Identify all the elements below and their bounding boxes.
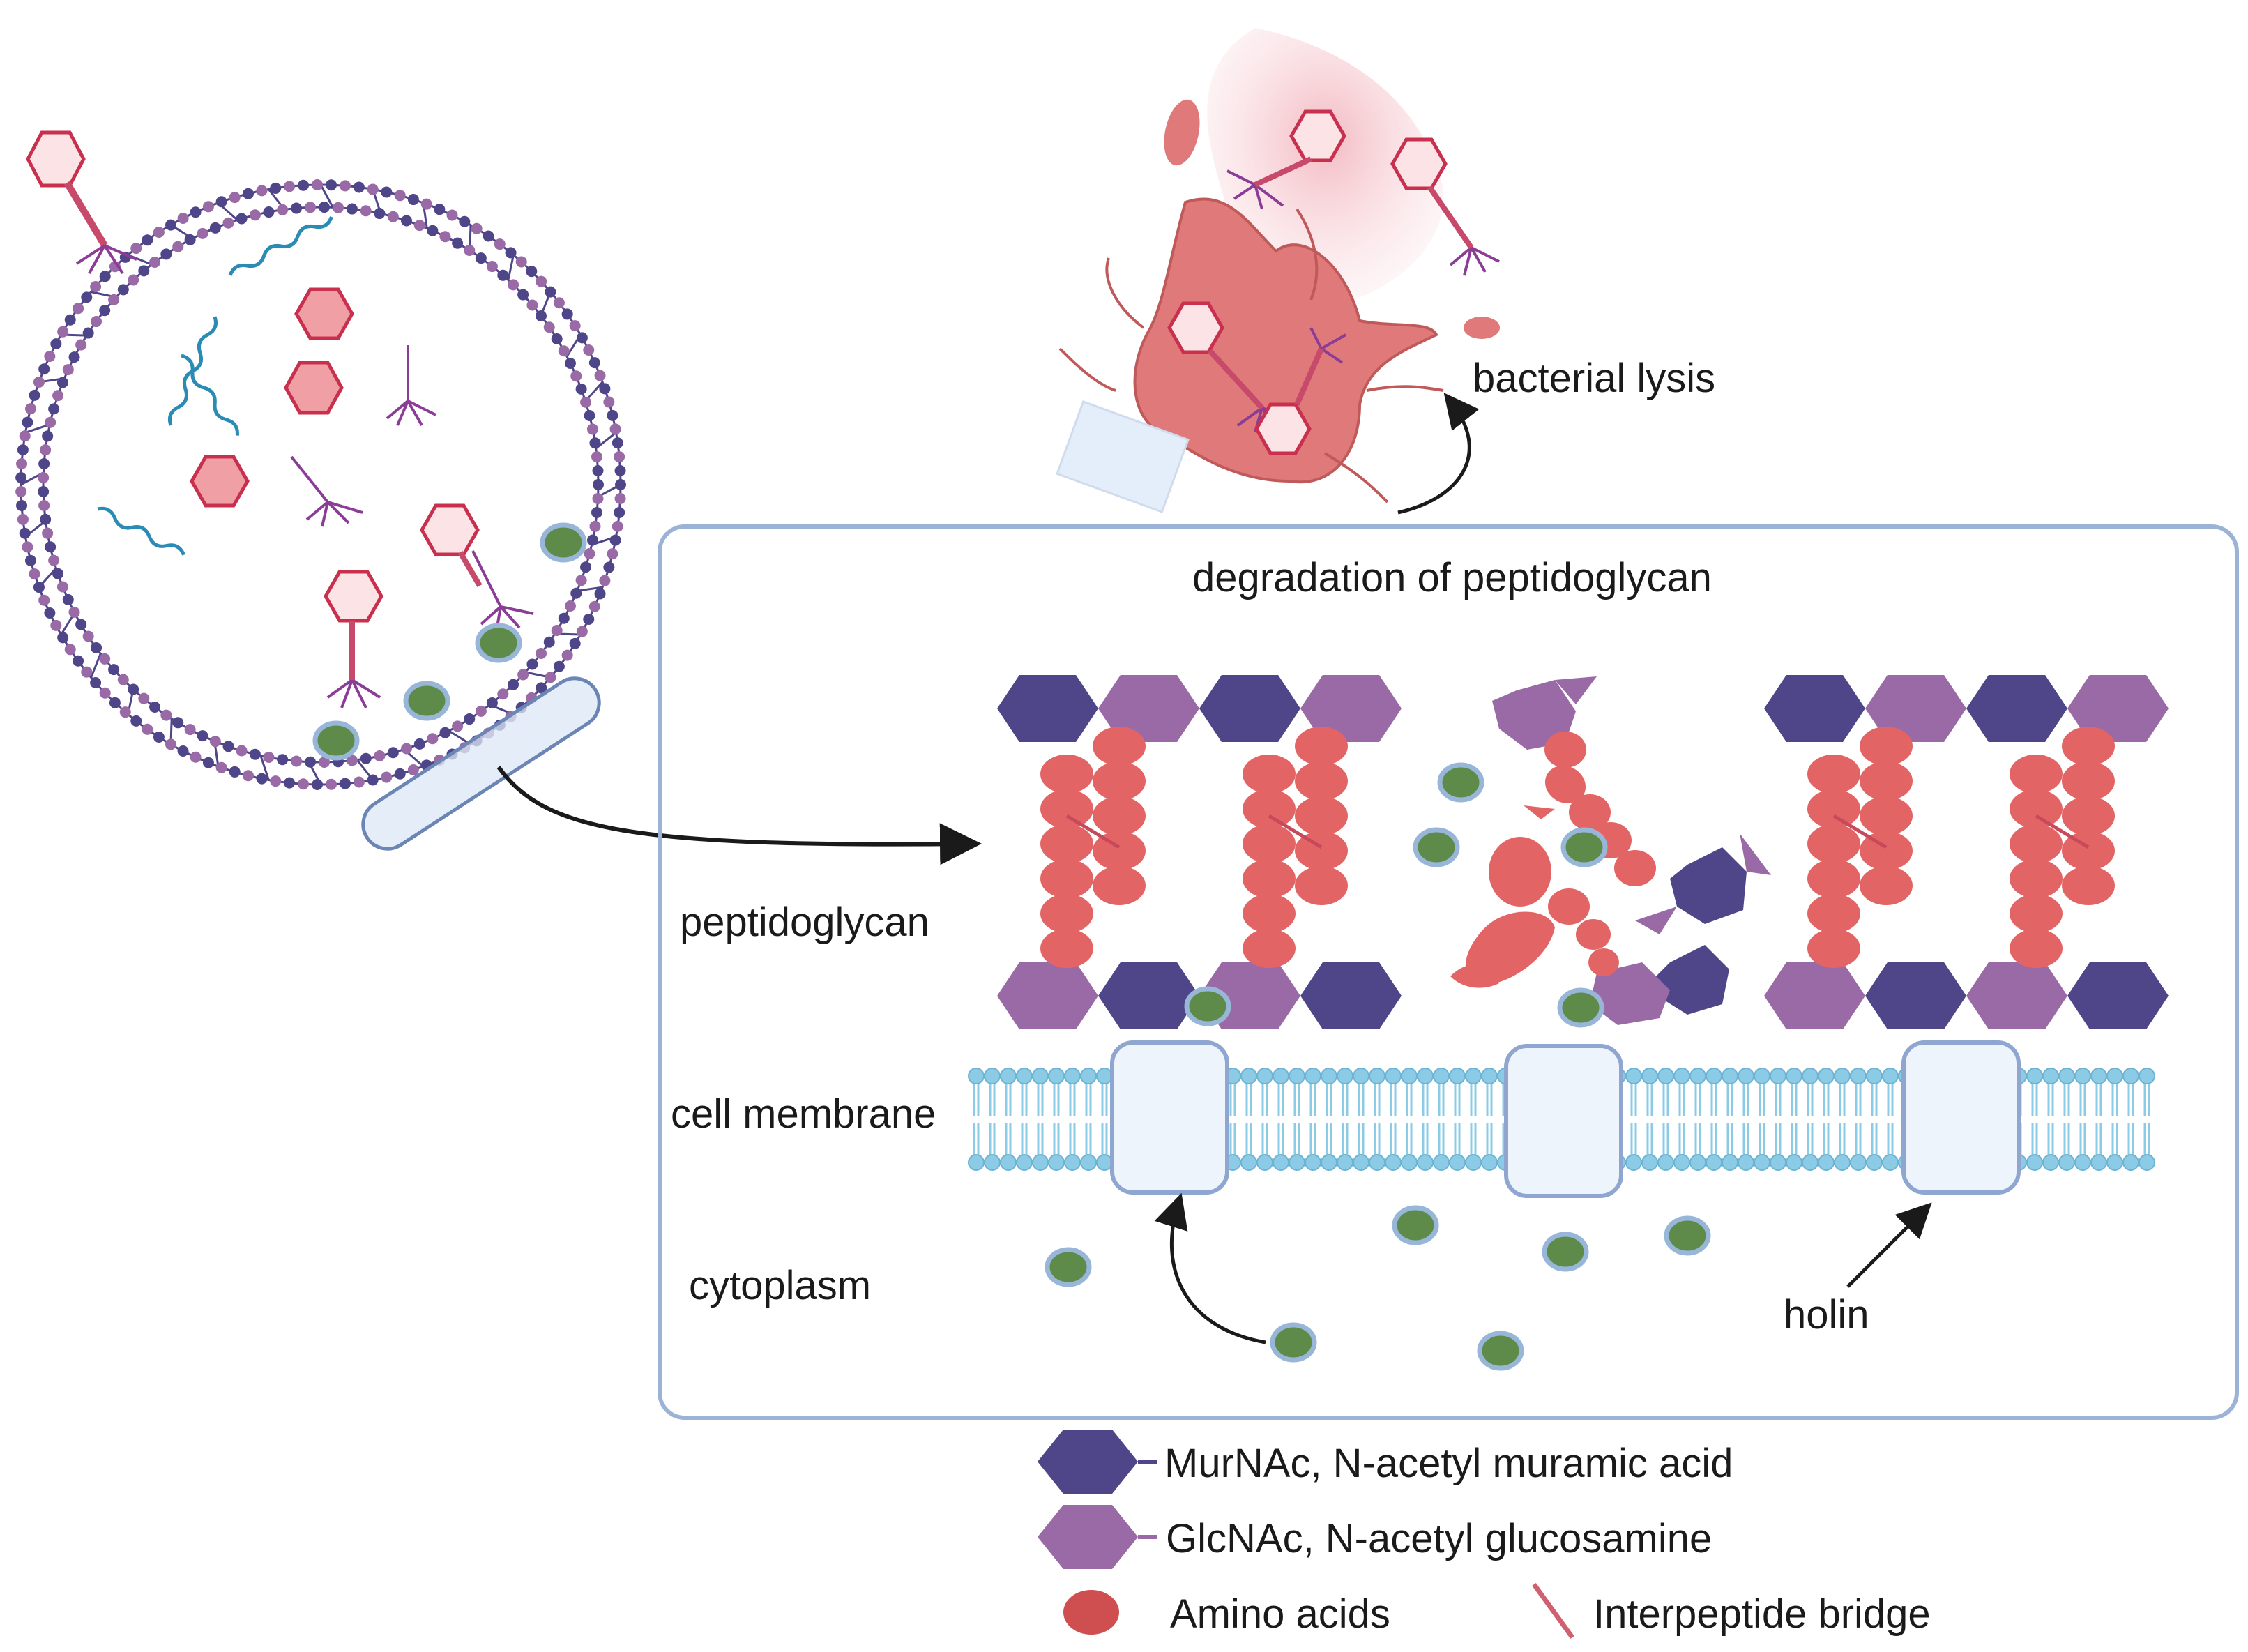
legend-amino-acids: Amino acids [1063,1590,1390,1637]
phage-attached-icon [26,130,137,275]
holin-1 [1110,1040,1229,1195]
holin-2 [1504,1044,1623,1198]
arrow-to-holin-3 [1846,1202,1932,1288]
peptidoglycan-layer [997,675,2169,1029]
bacterial-cell [15,130,626,851]
legend-amino-acids-label: Amino acids [1170,1591,1390,1637]
lysing-bacterium [1056,28,1500,513]
cell-wall-rings [15,179,626,790]
endolysins-in-cell [312,522,587,761]
label-peptidoglycan: peptidoglycan [680,900,929,945]
interpeptide-swatch [1532,1582,1574,1639]
glcnac-swatch [1038,1505,1138,1569]
label-holin: holin [1784,1292,1869,1337]
zoom-region-capsule [361,676,601,851]
cell-fragment [1056,400,1190,513]
legend-glcnac-label: GlcNAc, N-acetyl glucosamine [1166,1516,1712,1561]
holins [1110,1040,2021,1198]
label-degradation: degradation of peptidoglycan [1192,555,1712,600]
lysis-arrow [1397,393,1480,515]
phage-dna-strands [97,216,333,556]
phage-capsids [190,287,354,508]
legend-murnac-label: MurNAc, N-acetyl muramic acid [1164,1441,1733,1486]
label-cytoplasm: cytoplasm [689,1263,871,1308]
detail-box [658,524,2239,1420]
endolysins [1045,762,1711,1371]
degraded-peptidoglycan [1450,676,1771,1025]
legend-glcnac: GlcNAc, N-acetyl glucosamine [1038,1505,1712,1569]
label-cell-membrane: cell membrane [671,1091,936,1137]
holin-3 [1901,1040,2021,1195]
legend-murnac: MurNAc, N-acetyl muramic acid [1038,1430,1733,1494]
zoom-arrow [496,766,982,865]
legend-interpeptide-label: Interpeptide bridge [1593,1591,1931,1637]
arrow-to-holin-1 [1154,1192,1266,1344]
murnac-swatch [1038,1430,1138,1494]
legend-interpeptide: Interpeptide bridge [1532,1582,1931,1639]
progeny-phages [290,345,534,708]
released-phages [1167,109,1500,455]
legend: MurNAc, N-acetyl muramic acid GlcNAc, N-… [1038,1430,1931,1639]
amino-acid-swatch [1063,1590,1119,1635]
label-bacterial-lysis: bacterial lysis [1473,356,1715,401]
